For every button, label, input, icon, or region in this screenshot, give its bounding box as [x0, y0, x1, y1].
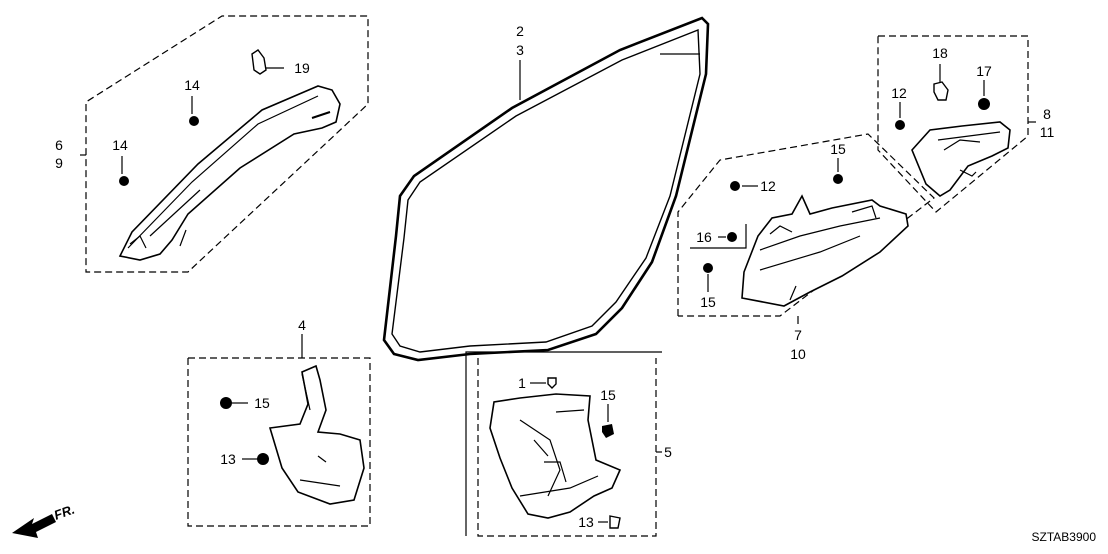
- clip-17-icon[interactable]: [978, 80, 990, 110]
- clip-15-b-pillar-top-icon[interactable]: [833, 158, 843, 184]
- a-pillar-group-frame: [85, 15, 369, 273]
- callout-8: 8: [1043, 106, 1051, 122]
- clip-13-kick-icon[interactable]: [242, 453, 269, 465]
- clip-14-lower-icon[interactable]: [119, 156, 129, 186]
- clip-18-icon[interactable]: [933, 64, 949, 101]
- callout-12-c-pillar: 12: [891, 85, 907, 101]
- front-kick-panel[interactable]: [268, 364, 365, 505]
- clip-14-upper-icon[interactable]: [189, 96, 199, 126]
- callout-3: 3: [516, 42, 524, 58]
- front-direction-arrow-icon: [12, 514, 56, 538]
- diagram-code: SZTAB3900: [1032, 530, 1097, 544]
- callout-12-b-pillar: 12: [760, 178, 776, 194]
- clip-15-kick-icon[interactable]: [220, 397, 248, 409]
- callout-15-rear: 15: [600, 387, 616, 403]
- clip-15-b-pillar-bottom-icon[interactable]: [703, 263, 713, 292]
- callout-16: 16: [696, 229, 712, 245]
- clip-16-icon[interactable]: [690, 224, 747, 249]
- door-weatherstrip[interactable]: [382, 16, 710, 362]
- callout-9: 9: [55, 155, 63, 171]
- b-pillar-garnish[interactable]: [741, 194, 909, 307]
- front-direction-label: FR.: [52, 502, 77, 523]
- clip-12-b-pillar-icon[interactable]: [730, 181, 758, 191]
- callout-13-rear: 13: [578, 514, 594, 530]
- callout-15-b-pillar-bottom: 15: [700, 294, 716, 310]
- c-pillar-group-frame: [877, 35, 1029, 213]
- rear-kick-panel[interactable]: [489, 393, 622, 519]
- callout-14-upper: 14: [184, 77, 200, 93]
- rear-kick-group-frame: [465, 351, 662, 537]
- callout-14-lower: 14: [112, 137, 128, 153]
- callout-19: 19: [294, 60, 310, 76]
- clip-12-c-pillar-icon[interactable]: [895, 102, 905, 130]
- clip-19-icon[interactable]: [251, 49, 284, 75]
- callout-4: 4: [298, 317, 306, 333]
- callout-15-kick: 15: [254, 395, 270, 411]
- callout-labels: 6 9 14 14 19 2 3 8 11 18 17 12 7 10 15 1…: [52, 23, 1096, 544]
- clip-1-icon[interactable]: [530, 377, 557, 389]
- callout-17: 17: [976, 63, 992, 79]
- callout-7: 7: [794, 327, 802, 343]
- callout-6: 6: [55, 137, 63, 153]
- a-pillar-garnish[interactable]: [118, 85, 341, 261]
- front-kick-group-frame: [187, 357, 371, 527]
- callout-15-b-pillar-top: 15: [830, 141, 846, 157]
- clip-13-rear-icon[interactable]: [598, 515, 621, 529]
- c-pillar-garnish[interactable]: [911, 121, 1011, 197]
- clip-15-rear-icon[interactable]: [602, 404, 614, 438]
- callout-18: 18: [932, 45, 948, 61]
- callout-11: 11: [1040, 124, 1055, 140]
- callout-13-kick: 13: [220, 451, 236, 467]
- callout-1: 1: [518, 375, 526, 391]
- callout-5: 5: [664, 444, 672, 460]
- b-pillar-group-frame: [677, 133, 935, 317]
- callout-10: 10: [790, 346, 806, 362]
- callout-2: 2: [516, 23, 524, 39]
